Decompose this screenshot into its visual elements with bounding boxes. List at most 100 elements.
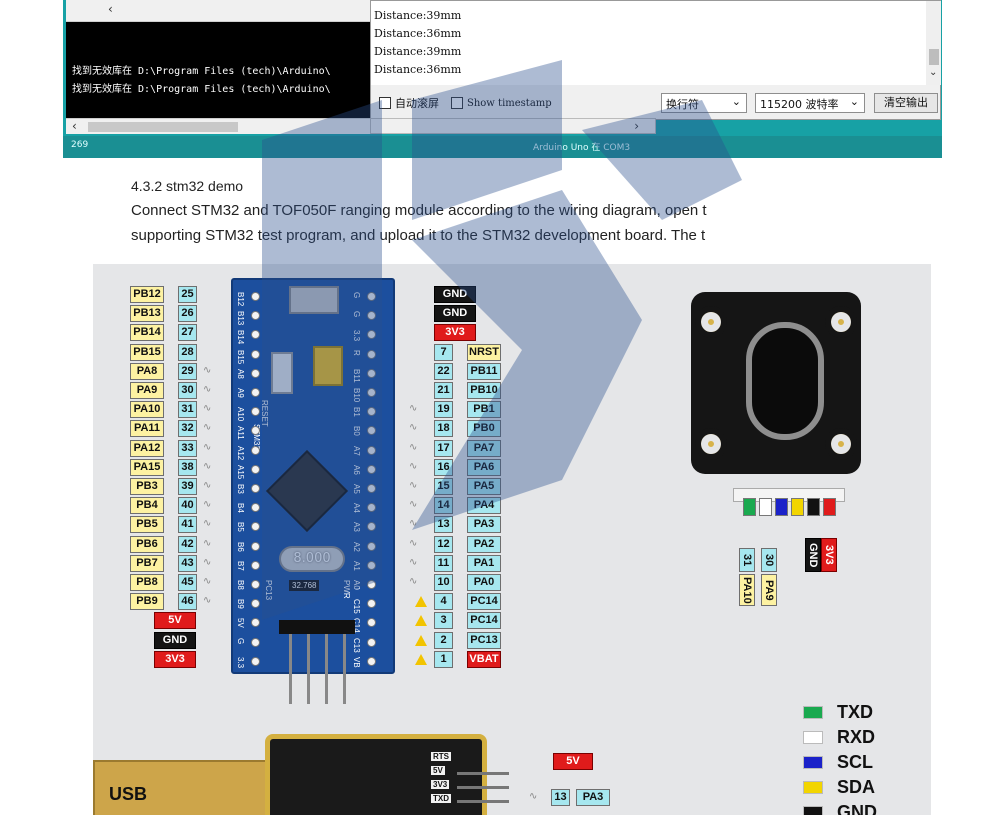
clear-output-button[interactable]: 清空输出	[874, 93, 938, 113]
legend-item: GND	[803, 802, 877, 815]
pin-label-left: PA11	[130, 420, 164, 438]
pin-number-right: 11	[434, 554, 453, 572]
pin-number-left: 28	[178, 343, 197, 361]
warning-icon	[415, 596, 427, 608]
pin-number-right: 14	[434, 497, 453, 515]
signal-wave-icon: ∿	[409, 499, 418, 511]
ide-statusbar: 269 Arduino Uno 在 COM3	[63, 136, 942, 158]
serial-hscrollbar[interactable]: ›	[370, 118, 656, 134]
baud-select[interactable]: 115200 波特率 ⌄	[755, 93, 865, 113]
reset-label: RESET	[260, 400, 269, 427]
console-toolbar: ‹	[66, 0, 373, 22]
usb-module-pin: TXD	[431, 794, 451, 803]
header-hole	[367, 618, 376, 628]
autoscroll-label: 自动滚屏	[395, 97, 439, 110]
usb-module-pin: 3V3	[431, 780, 450, 789]
scrollbar-thumb[interactable]	[929, 49, 939, 65]
scroll-left-icon[interactable]: ‹	[108, 2, 113, 16]
board-pin-left: A9	[236, 388, 245, 398]
line-ending-select[interactable]: 换行符 ⌄	[661, 93, 747, 113]
power-label-left: 5V	[154, 612, 196, 630]
console-hscrollbar[interactable]: ‹	[66, 118, 372, 134]
pin-label-right: PC14	[467, 612, 501, 630]
header-hole	[251, 522, 260, 532]
header-hole	[251, 618, 260, 628]
signal-wave-icon: ∿	[203, 480, 212, 491]
legend-name: GND	[837, 801, 877, 815]
tof-pin-label: PA10	[739, 574, 755, 606]
checkbox-box[interactable]	[379, 97, 391, 109]
serial-monitor: Distance:39mm Distance:36mm Distance:39m…	[370, 0, 941, 120]
signal-wave-icon: ∿	[409, 403, 418, 415]
header-hole	[367, 292, 376, 301]
wire-segment	[791, 498, 804, 516]
pin-number-left: 31	[178, 401, 197, 419]
mounting-hole	[825, 306, 857, 338]
pin-label-right: PC13	[467, 631, 501, 649]
board-port: Arduino Uno 在 COM3	[533, 143, 631, 153]
pin-lead	[457, 786, 509, 789]
pin-number-right: 22	[434, 362, 453, 380]
pin-number-right: 2	[434, 631, 453, 649]
scroll-left-icon[interactable]: ‹	[72, 119, 77, 133]
serial-vscrollbar[interactable]: ⌄	[926, 1, 941, 85]
legend-name: RXD	[837, 726, 876, 747]
pin-lead	[457, 800, 509, 803]
signal-wave-icon: ∿	[409, 518, 418, 530]
pin-label-left: PB7	[130, 554, 164, 572]
board-pin-right: A4	[352, 503, 361, 513]
pin-label-right: PA3	[467, 516, 501, 534]
header-pin	[289, 634, 292, 704]
header-hole	[251, 464, 260, 474]
pin-number-right: 3	[434, 612, 453, 630]
mcu-chip	[265, 449, 349, 533]
signal-wave-icon: ∿	[409, 441, 418, 453]
header-hole	[367, 388, 376, 397]
legend-name: TXD	[837, 701, 873, 722]
console-line: 找到无效库在 D:\Program Files (tech)\Arduino\	[72, 84, 331, 95]
board-pin-right: A1	[352, 560, 361, 571]
checkbox-box[interactable]	[451, 97, 463, 109]
header-hole	[251, 503, 260, 513]
autoscroll-checkbox[interactable]: 自动滚屏	[379, 93, 439, 113]
board-pin-right: G	[352, 292, 361, 299]
header-hole	[251, 292, 260, 301]
pin-number-right: 7	[434, 343, 453, 361]
warning-icon	[415, 634, 427, 646]
legend-item: SDA	[803, 777, 875, 797]
board-pin-right: A0	[352, 580, 361, 590]
header-pin	[343, 634, 346, 704]
tof-power-label: 3V3	[821, 538, 837, 572]
tof050f-module	[691, 292, 861, 474]
pin-number-right: 21	[434, 382, 453, 399]
chevron-down-icon[interactable]: ⌄	[929, 67, 938, 78]
board-pin-left: A12	[236, 445, 245, 460]
usb-label: USB	[109, 784, 148, 804]
chevron-right-icon[interactable]: ›	[634, 119, 639, 133]
power-label-left: GND	[154, 631, 196, 649]
pin-label-right: PB0	[467, 420, 501, 438]
pc13-label: PC13	[264, 580, 273, 601]
header-hole	[251, 407, 260, 417]
timestamp-checkbox[interactable]: Show timestamp	[451, 93, 552, 113]
board-pin-left: B13	[236, 311, 245, 326]
power-label-right: GND	[434, 305, 476, 323]
board-pin-left: B14	[236, 330, 245, 345]
signal-wave-icon: ∿	[203, 537, 212, 549]
pin-number-right: 15	[434, 478, 453, 495]
pin-label-left: PA8	[130, 362, 164, 380]
header-hole	[251, 349, 260, 359]
board-pin-left: 3.3	[236, 656, 245, 668]
header-hole	[367, 484, 376, 493]
board-pin-right: C13	[352, 637, 361, 653]
header-hole	[367, 407, 376, 417]
pin-label-right: PA2	[467, 535, 501, 553]
board-pin-left: B7	[236, 560, 245, 571]
serial-output: Distance:39mm Distance:36mm Distance:39m…	[371, 1, 926, 85]
scrollbar-thumb[interactable]	[88, 122, 238, 132]
pin-number-left: 46	[178, 593, 197, 611]
header-hole	[367, 599, 376, 609]
header-hole	[251, 637, 260, 647]
pin-lead	[457, 772, 509, 775]
pin-label-left: PB13	[130, 305, 164, 323]
